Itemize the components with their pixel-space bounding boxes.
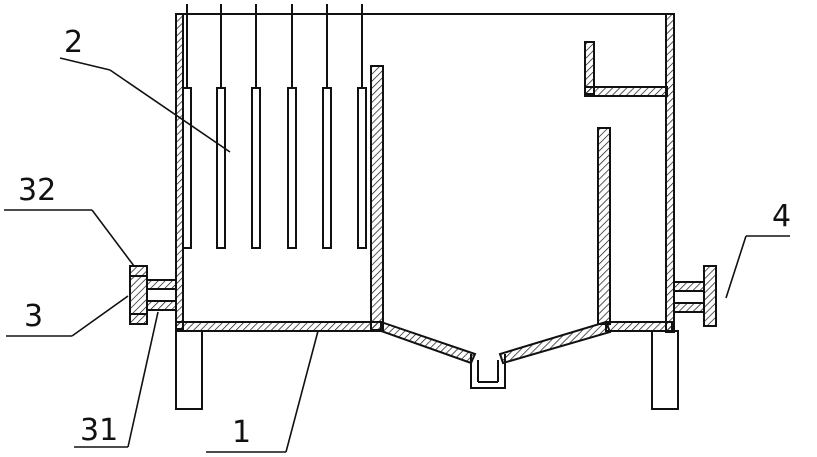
electrode xyxy=(251,87,261,249)
electrode xyxy=(357,87,367,249)
partition-wall xyxy=(370,65,384,331)
label-2: 2 xyxy=(64,25,83,60)
right-bottom-plate xyxy=(605,321,673,332)
inlet-pipe xyxy=(129,265,177,325)
label-31: 31 xyxy=(80,413,118,448)
leader-lines xyxy=(4,57,790,453)
electrode xyxy=(287,87,297,249)
funnel-left-slope xyxy=(380,320,477,365)
label-4: 4 xyxy=(772,199,791,234)
left-leg xyxy=(175,330,203,410)
electrode xyxy=(182,87,192,249)
right-wall xyxy=(665,13,675,333)
left-wall xyxy=(175,13,184,330)
inlet-flange xyxy=(129,265,148,325)
electrode xyxy=(216,87,226,249)
electrode-group xyxy=(182,87,367,249)
right-leg xyxy=(651,330,679,410)
electrode xyxy=(322,87,332,249)
label-3: 3 xyxy=(24,299,43,334)
inner-baffle xyxy=(597,127,611,325)
outlet-spout xyxy=(470,354,506,389)
funnel-right-slope xyxy=(498,320,612,365)
outlet-flange xyxy=(703,265,717,327)
label-1: 1 xyxy=(232,415,251,450)
label-32: 32 xyxy=(18,173,56,208)
overflow-weir-horizontal xyxy=(584,86,668,97)
electrode-leads xyxy=(186,4,363,88)
bottom-plate xyxy=(175,321,382,332)
outlet-pipe xyxy=(673,265,717,327)
